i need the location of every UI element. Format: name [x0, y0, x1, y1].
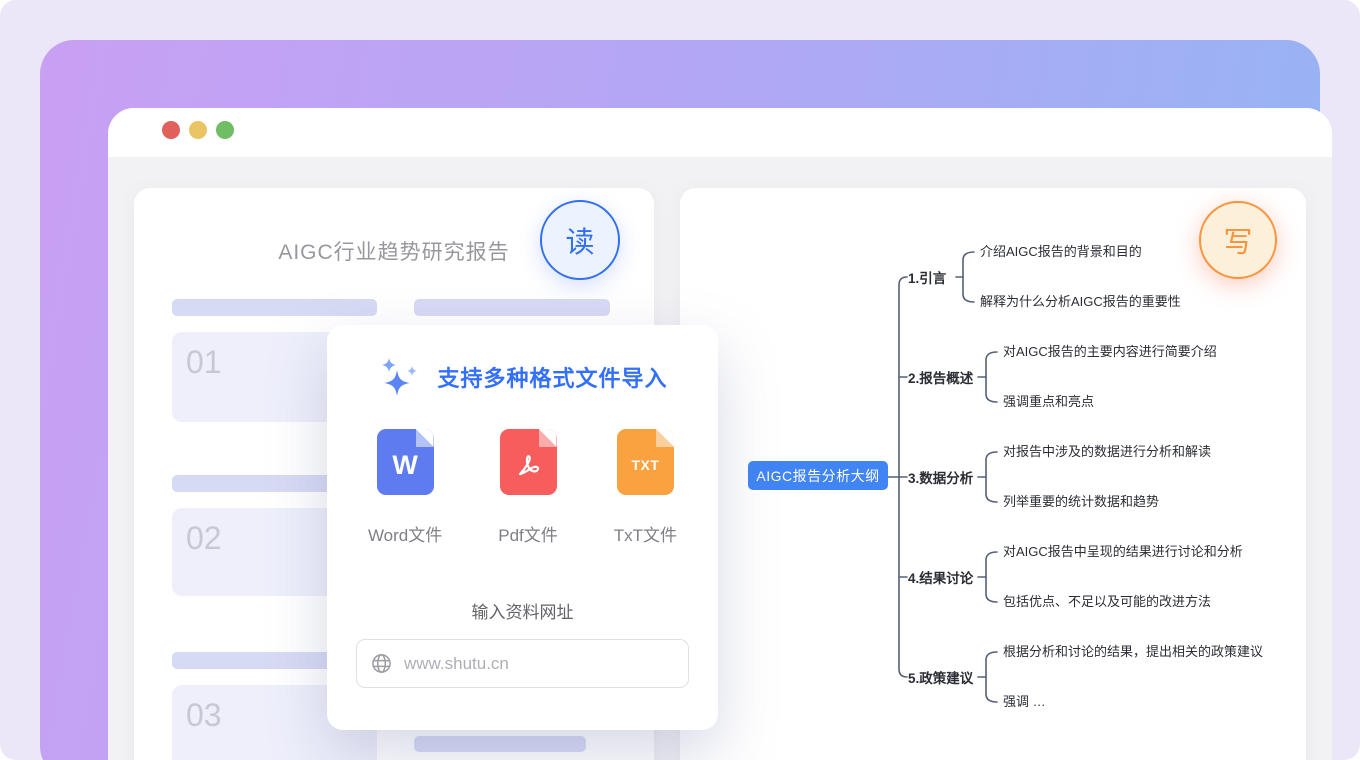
placeholder-bar: [414, 299, 610, 316]
read-badge: 读: [540, 200, 620, 280]
modal-title: 支持多种格式文件导入: [437, 366, 668, 391]
window-content: AIGC行业趋势研究报告 读 01 02 03: [108, 157, 1332, 760]
modal-header: 支持多种格式文件导入: [327, 325, 718, 399]
mindmap-branch-label[interactable]: 3.数据分析: [908, 471, 974, 486]
mindmap-branch-label[interactable]: 5.政策建议: [908, 671, 974, 686]
mindmap-branch-label[interactable]: 4.结果讨论: [908, 571, 974, 586]
url-input[interactable]: [404, 653, 644, 674]
mindmap-child-node[interactable]: 对AIGC报告中呈现的结果进行讨论和分析: [1003, 544, 1243, 559]
close-window-button[interactable]: [162, 121, 180, 139]
txt-file-label: TxT文件: [613, 526, 678, 545]
section-number: 01: [186, 344, 222, 380]
sparkle-icon: [382, 358, 418, 396]
word-glyph: W: [392, 449, 418, 480]
placeholder-bar: [414, 736, 586, 752]
placeholder-bar: [172, 299, 377, 316]
mindmap-branch-label[interactable]: 1.引言: [908, 271, 947, 286]
browser-window: AIGC行业趋势研究报告 读 01 02 03: [108, 108, 1332, 760]
word-file-icon: W: [376, 429, 434, 495]
document-title: AIGC行业趋势研究报告: [278, 241, 510, 264]
mindmap-branch-label[interactable]: 2.报告概述: [908, 371, 974, 386]
word-file-label: Word文件: [367, 526, 443, 545]
file-type-options: W Word文件: [327, 429, 718, 546]
mindmap-connectors: [887, 251, 998, 703]
mindmap-child-node[interactable]: 对AIGC报告的主要内容进行简要介绍: [1003, 344, 1217, 359]
placeholder-bar: [172, 475, 377, 492]
mindmap-child-node[interactable]: 解释为什么分析AIGC报告的重要性: [980, 294, 1181, 309]
mindmap-child-node[interactable]: 对报告中涉及的数据进行分析和解读: [1003, 444, 1212, 459]
mindmap-child-node[interactable]: 介绍AIGC报告的背景和目的: [980, 244, 1142, 259]
mindmap-child-node[interactable]: 强调重点和亮点: [1003, 394, 1095, 409]
mindmap-root-node[interactable]: AIGC报告分析大纲: [748, 461, 888, 490]
mindmap-child-node[interactable]: 包括优点、不足以及可能的改进方法: [1003, 594, 1212, 609]
url-input-wrapper: [356, 639, 689, 688]
window-titlebar: [108, 108, 1332, 157]
mindmap-child-node[interactable]: 列举重要的统计数据和趋势: [1003, 494, 1160, 509]
mindmap-child-node[interactable]: 强调 …: [1003, 694, 1046, 709]
section-number: 02: [186, 520, 222, 556]
import-txt-option[interactable]: TXT TxT文件: [614, 429, 677, 546]
browser-window-frame: AIGC行业趋势研究报告 读 01 02 03: [40, 40, 1332, 760]
import-pdf-option[interactable]: Pdf文件: [498, 429, 558, 546]
mindmap-child-node[interactable]: 根据分析和讨论的结果，提出相关的政策建议: [1003, 644, 1264, 659]
minimize-window-button[interactable]: [189, 121, 207, 139]
import-modal: 支持多种格式文件导入 W Word文件: [327, 325, 718, 730]
write-badge: 写: [1199, 201, 1277, 279]
pdf-file-icon: [499, 429, 557, 495]
txt-glyph: TXT: [631, 457, 660, 473]
txt-file-icon: TXT: [616, 429, 674, 495]
import-word-option[interactable]: W Word文件: [368, 429, 442, 546]
pdf-glyph: [518, 455, 540, 476]
window-controls: [162, 121, 234, 139]
maximize-window-button[interactable]: [216, 121, 234, 139]
globe-icon: [372, 654, 391, 673]
outline-panel: 写: [680, 188, 1306, 760]
section-number: 03: [186, 697, 222, 733]
mindmap: AIGC报告分析大纲 1.引言 介绍AIGC报告的背景和目的 解释为什么分析AI…: [680, 188, 1306, 760]
pdf-file-label: Pdf文件: [498, 526, 558, 545]
url-section-label: 输入资料网址: [471, 603, 574, 622]
placeholder-bar: [172, 652, 377, 669]
